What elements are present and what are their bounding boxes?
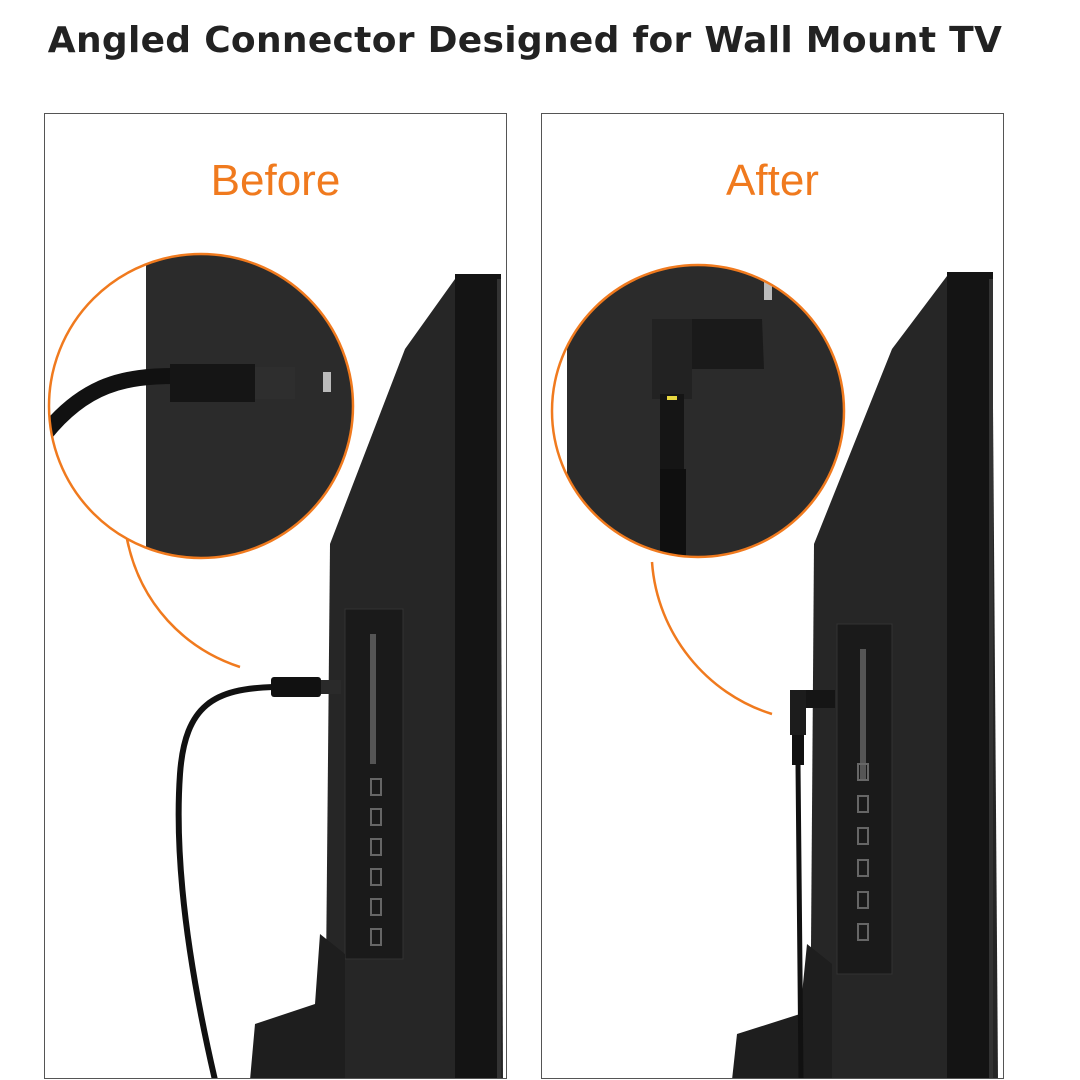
page-title: Angled Connector Designed for Wall Mount… (47, 20, 1003, 61)
after-panel: After (541, 113, 1004, 1079)
before-panel: Before (44, 113, 507, 1079)
angled-hdmi-connector (790, 690, 835, 1078)
tv-side-view (250, 274, 503, 1078)
after-label: After (726, 156, 819, 205)
straight-hdmi-cable (175, 677, 341, 1078)
before-illustration (47, 252, 503, 1078)
after-illustration (550, 263, 998, 1078)
zoom-inset (550, 263, 846, 716)
zoom-inset (47, 252, 355, 669)
before-label: Before (210, 156, 341, 205)
tv-side-view (732, 272, 998, 1078)
